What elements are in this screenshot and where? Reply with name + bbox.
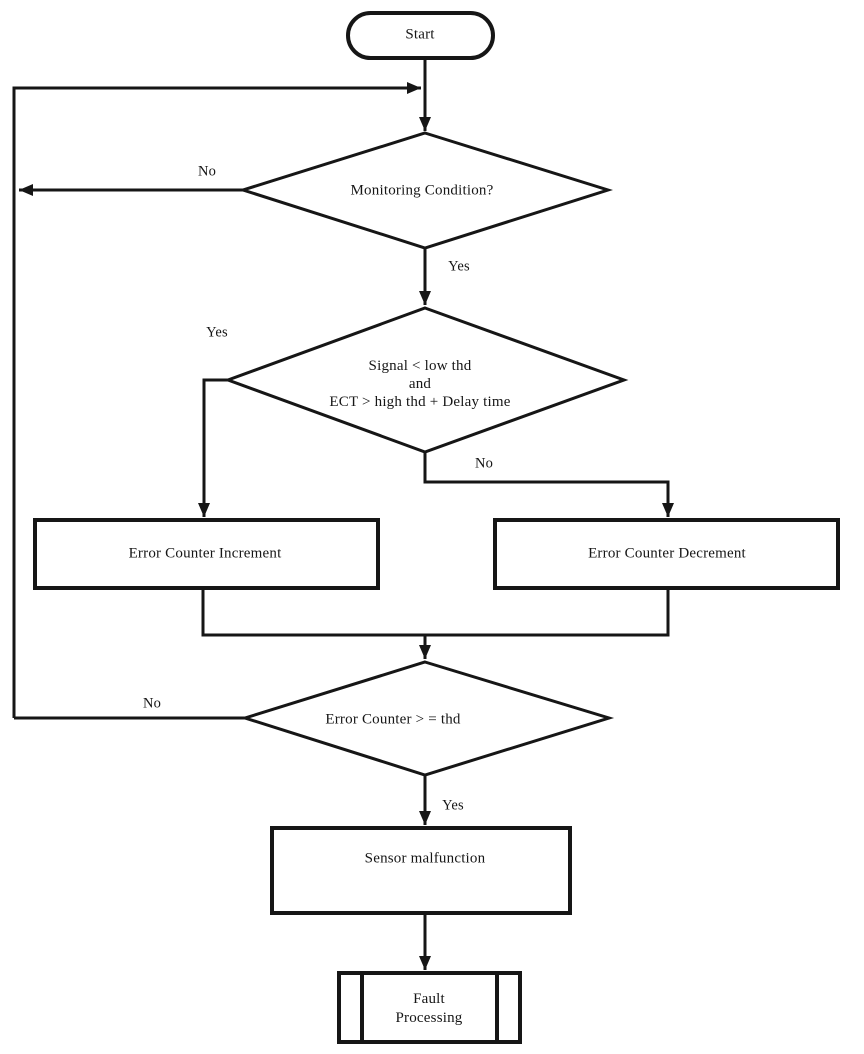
error-counter-threshold-label: Error Counter > = thd xyxy=(325,711,461,728)
signal-check-label: Signal < low thd and ECT > high thd + De… xyxy=(329,357,510,411)
signal-yes-label: Yes xyxy=(206,324,228,341)
signal-no-label: No xyxy=(474,455,494,472)
error-counter-increment-label: Error Counter Increment xyxy=(128,545,282,562)
fault-processing-line1: Fault xyxy=(413,991,445,1007)
fault-processing-line2: Processing xyxy=(395,1010,463,1026)
start-label: Start xyxy=(405,26,435,43)
connector-signal-yes xyxy=(198,378,228,517)
predefined-process-fault-processing xyxy=(337,971,522,1044)
sensor-malfunction-label: Sensor malfunction xyxy=(364,850,486,867)
counter-yes-label: Yes xyxy=(442,797,464,814)
connector-merge xyxy=(201,588,670,637)
signal-check-line2: and xyxy=(408,376,432,392)
signal-check-line1: Signal < low thd xyxy=(368,358,472,374)
decision-signal-check xyxy=(223,306,629,454)
monitoring-condition-label: Monitoring Condition? xyxy=(350,182,494,199)
decision-error-counter-threshold xyxy=(239,660,615,777)
terminator-start xyxy=(346,11,495,60)
connector-feedback-loop xyxy=(12,82,421,718)
error-counter-decrement-label: Error Counter Decrement xyxy=(588,545,746,562)
process-error-counter-decrement xyxy=(493,518,840,590)
monitoring-yes-label: Yes xyxy=(448,258,470,275)
connector-signal-no xyxy=(423,452,674,517)
counter-no-label: No xyxy=(142,695,162,712)
monitoring-no-label: No xyxy=(197,163,217,180)
process-sensor-malfunction xyxy=(270,826,572,915)
decision-monitoring-condition xyxy=(238,131,614,250)
signal-check-line3: ECT > high thd + Delay time xyxy=(329,394,511,410)
fault-processing-label: Fault Processing xyxy=(396,990,463,1028)
process-error-counter-increment xyxy=(33,518,380,590)
